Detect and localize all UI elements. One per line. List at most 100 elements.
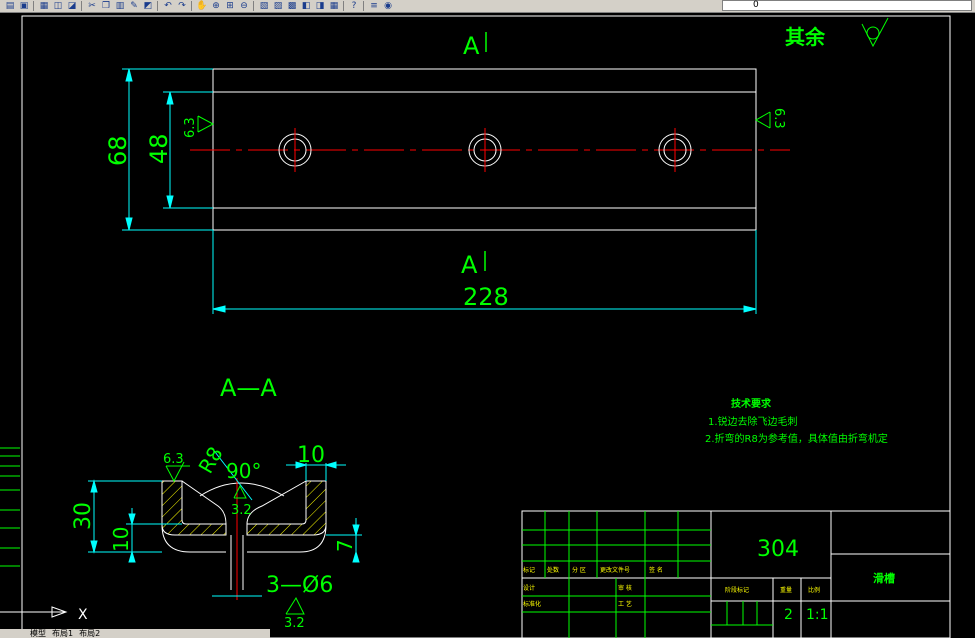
tb-label-sign: 签 名 xyxy=(649,566,663,574)
tb-label-count: 处数 xyxy=(547,566,559,574)
block-editor-icon[interactable]: ◩ xyxy=(143,1,153,11)
dim-length xyxy=(212,230,757,314)
toolbar-separator xyxy=(253,1,254,11)
roughness-section-top-text: 6.3 xyxy=(163,452,184,467)
roughness-section-bottom-text: 3.2 xyxy=(284,616,305,631)
tb-label-stage: 阶段标记 xyxy=(725,586,749,594)
toolbar-separator xyxy=(343,1,344,11)
paste-icon[interactable]: ▥ xyxy=(115,1,125,11)
tb-label-scale: 比例 xyxy=(808,586,820,594)
tech-requirements: 技术要求 1.锐边去除飞边毛刺 2.折弯的R8为参考值，具体值由折弯机定 xyxy=(705,397,888,445)
dim-height-outer-text: 68 xyxy=(104,135,132,166)
dim-bottom xyxy=(326,518,362,563)
quantity-text: 2 xyxy=(784,607,793,623)
roughness-section-center-text: 3.2 xyxy=(231,503,252,518)
section-title: A—A xyxy=(220,374,277,402)
layer-dropdown[interactable]: 0 xyxy=(722,0,972,11)
roughness-note-symbol xyxy=(861,17,889,48)
dim-angle-text: 90° xyxy=(226,459,261,483)
scale-text: 1:1 xyxy=(806,607,829,623)
groove-profile xyxy=(181,480,307,525)
toolbar-separator xyxy=(33,1,34,11)
markup-icon[interactable]: ◨ xyxy=(315,1,325,11)
layer-state-icon[interactable]: ◉ xyxy=(384,1,392,11)
dim-height-inner-text: 48 xyxy=(145,133,173,164)
save-icon[interactable]: ▣ xyxy=(19,1,29,11)
print-icon[interactable]: ▦ xyxy=(39,1,49,11)
tb-label-change: 更改文件号 xyxy=(600,566,630,574)
roughness-section-bottom xyxy=(285,596,305,615)
design-center-icon[interactable]: ▨ xyxy=(273,1,283,11)
sheet-set-icon[interactable]: ◧ xyxy=(301,1,311,11)
section-mark-top: A xyxy=(463,32,480,60)
roughness-note-label: 其余 xyxy=(785,25,826,49)
tool-palettes-icon[interactable]: ▩ xyxy=(287,1,297,11)
calculator-icon[interactable]: ▦ xyxy=(329,1,339,11)
drawing-frame xyxy=(21,15,951,638)
material-text: 304 xyxy=(757,537,799,562)
tb-label-mark: 标记 xyxy=(523,566,535,574)
cut-icon[interactable]: ✂ xyxy=(88,1,96,11)
tb-label-zone: 分 区 xyxy=(572,566,586,574)
dim-groove-depth-text: 10 xyxy=(109,527,133,552)
section-view: A—A 30 10 xyxy=(71,374,362,631)
redo-icon[interactable]: ↷ xyxy=(178,1,186,11)
hole-1 xyxy=(278,128,312,172)
help-icon[interactable]: ? xyxy=(351,1,357,11)
left-margin-ticks xyxy=(0,447,20,567)
layout-tabs: 模型 布局1 布局2 xyxy=(0,629,270,638)
zoom-realtime-icon[interactable]: ⊕ xyxy=(212,1,220,11)
dim-height-inner xyxy=(163,91,213,209)
copy-icon[interactable]: ❐ xyxy=(101,1,111,11)
dim-groove-depth xyxy=(126,508,182,563)
tab-layout1[interactable]: 布局1 xyxy=(52,629,74,638)
dim-top-width xyxy=(286,461,346,481)
roughness-section-top xyxy=(165,461,190,483)
top-view: A A 228 68 48 xyxy=(104,32,790,314)
tech-line-1: 1.锐边去除飞边毛刺 xyxy=(708,415,798,428)
publish-icon[interactable]: ◪ xyxy=(67,1,77,11)
tb-label-review: 审 核 xyxy=(618,584,632,592)
roughness-left-text: 6.3 xyxy=(183,117,198,138)
title-block: 304 滑槽 2 1:1 标记 处数 分 区 更改文件号 签 名 设计 标准化 … xyxy=(521,510,951,638)
toolbar-separator xyxy=(363,1,364,11)
layer-value: 0 xyxy=(753,0,759,10)
zoom-window-icon[interactable]: ⊞ xyxy=(226,1,234,11)
part-name-text: 滑槽 xyxy=(873,571,895,585)
dim-section-height-text: 30 xyxy=(71,502,96,530)
dim-top-width-text: 10 xyxy=(297,443,325,468)
tech-line-2: 2.折弯的R8为参考值，具体值由折弯机定 xyxy=(705,432,888,445)
folder-open-icon[interactable]: ▤ xyxy=(5,1,15,11)
dim-length-text: 228 xyxy=(463,283,509,311)
dim-height-outer xyxy=(122,68,213,231)
radius-leader xyxy=(211,447,253,501)
tb-label-standard: 标准化 xyxy=(523,600,541,608)
holes-text: 3—Ø6 xyxy=(266,573,333,598)
tab-model[interactable]: 模型 xyxy=(30,629,46,638)
preview-icon[interactable]: ◫ xyxy=(53,1,63,11)
pan-icon[interactable]: ✋ xyxy=(196,1,208,11)
zoom-previous-icon[interactable]: ⊖ xyxy=(240,1,248,11)
tab-layout2[interactable]: 布局2 xyxy=(79,629,101,638)
groove-arc xyxy=(199,482,285,497)
match-properties-icon[interactable]: ✎ xyxy=(130,1,138,11)
layer-manager-icon[interactable]: ≡ xyxy=(370,1,378,11)
dim-radius-text: R8 xyxy=(194,442,228,477)
roughness-right-text: 6.3 xyxy=(771,108,786,129)
toolbar-separator xyxy=(157,1,158,11)
hole-2 xyxy=(468,128,502,172)
drawing-canvas[interactable]: A A 228 68 48 xyxy=(0,12,975,638)
roughness-symbol-right xyxy=(754,111,771,129)
properties-icon[interactable]: ▧ xyxy=(259,1,269,11)
dim-bottom-text: 7 xyxy=(333,539,357,552)
dim-section-height xyxy=(88,479,162,554)
ucs-x-label: X xyxy=(78,607,88,623)
toolbar-separator xyxy=(191,1,192,11)
hole-3 xyxy=(658,128,692,172)
bottom-round xyxy=(161,524,327,553)
roughness-section-center xyxy=(233,484,247,499)
tb-label-process: 工 艺 xyxy=(618,600,632,608)
tb-label-weight: 重量 xyxy=(780,586,792,594)
toolbar-separator xyxy=(81,1,82,11)
undo-icon[interactable]: ↶ xyxy=(164,1,172,11)
